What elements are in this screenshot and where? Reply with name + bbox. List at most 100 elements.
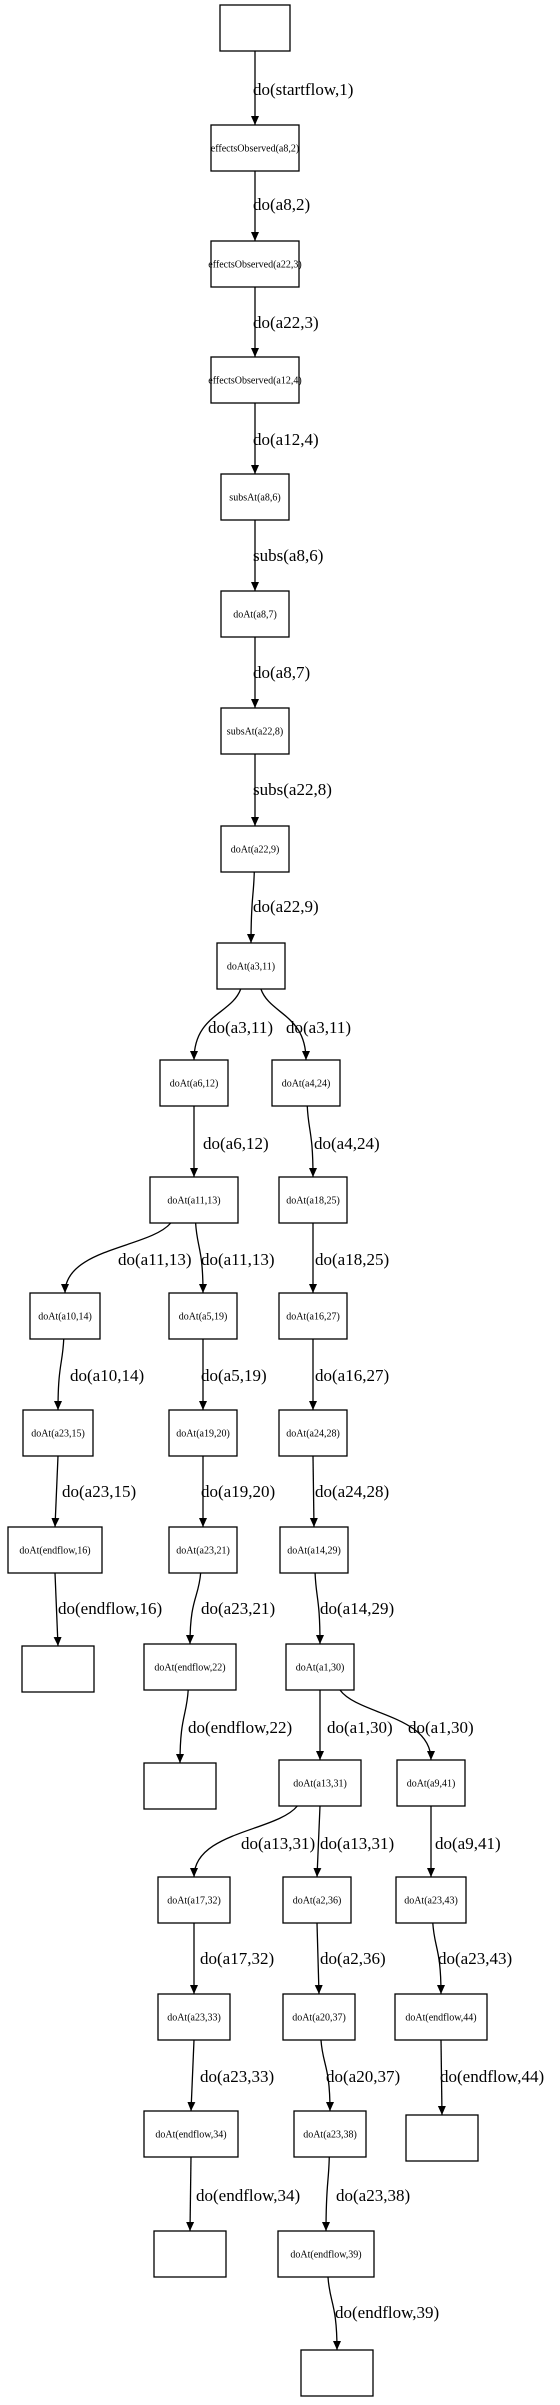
node-box <box>278 1409 348 1457</box>
edges-layer: do(startflow,1)do(a8,2)do(a22,3)do(a12,4… <box>51 51 544 2351</box>
edge-label: subs(a8,6) <box>253 546 323 565</box>
flow-node: doAt(a8,7) <box>220 590 290 638</box>
flow-node: doAt(a23,38) <box>293 2110 367 2158</box>
edge-label: do(endflow,16) <box>58 1599 162 1618</box>
edge-arrow <box>53 1572 62 1647</box>
edge-arrow <box>194 1222 207 1294</box>
flow-edge: do(a3,11) <box>190 988 273 1061</box>
flow-node: doAt(a14,29) <box>279 1526 349 1574</box>
flow-edge: do(a19,20) <box>199 1456 275 1527</box>
edge-label: do(endflow,39) <box>335 2303 439 2322</box>
flow-node: doAt(endflow,16) <box>7 1526 103 1574</box>
edge-arrow <box>190 1805 298 1878</box>
edge-arrow <box>339 1689 435 1761</box>
flow-edge: do(a23,21) <box>186 1572 275 1645</box>
flow-edge: do(endflow,44) <box>437 2039 544 2116</box>
node-label: doAt(a10,14) <box>38 1312 92 1323</box>
node-box <box>143 2110 239 2158</box>
flow-edge: do(a24,28) <box>309 1455 389 1528</box>
flow-node: doAt(a20,37) <box>282 1993 356 2041</box>
node-label: doAt(a13,31) <box>293 1779 347 1790</box>
node-box <box>278 1292 348 1340</box>
node-box <box>22 1409 94 1457</box>
flow-node: doAt(a6,12) <box>159 1059 229 1107</box>
node-label: doAt(a17,32) <box>167 1896 221 1907</box>
flow-node: doAt(a19,20) <box>168 1409 238 1457</box>
flow-node: effectsObserved(a8,2) <box>210 124 300 172</box>
node-box <box>168 1409 238 1457</box>
flow-edge: do(a23,33) <box>187 2039 274 2112</box>
flow-edge: do(a20,37) <box>320 2039 400 2112</box>
flow-node: doAt(a4,24) <box>271 1059 341 1107</box>
node-box <box>278 1176 348 1224</box>
flow-node <box>21 1645 95 1693</box>
flow-node: doAt(a22,9) <box>220 825 290 873</box>
edge-arrow <box>320 2039 334 2112</box>
node-label: doAt(endflow,22) <box>154 1663 225 1674</box>
flow-node: doAt(a10,14) <box>29 1292 101 1340</box>
edge-label: do(a19,20) <box>201 1482 275 1501</box>
edge-arrow <box>306 1105 317 1178</box>
edge-label: do(a23,15) <box>62 1482 136 1501</box>
flow-edge: do(startflow,1) <box>251 51 353 125</box>
edge-label: do(a20,37) <box>326 2067 400 2086</box>
node-label: doAt(a23,43) <box>404 1896 458 1907</box>
edge-arrow <box>309 1455 318 1528</box>
node-label: doAt(a9,41) <box>407 1779 456 1790</box>
node-label: doAt(a18,25) <box>286 1196 340 1207</box>
edge-label: do(a11,13) <box>118 1250 192 1269</box>
node-label: doAt(a23,21) <box>176 1546 230 1557</box>
node-label: doAt(a16,27) <box>286 1312 340 1323</box>
flow-node <box>405 2114 479 2162</box>
node-label: doAt(a3,11) <box>227 962 275 973</box>
node-label: doAt(a22,9) <box>231 845 280 856</box>
edge-label: do(a14,29) <box>320 1599 394 1618</box>
node-box <box>168 1526 238 1574</box>
flow-node: doAt(endflow,44) <box>394 1993 488 2041</box>
flow-edge: subs(a8,6) <box>251 520 323 591</box>
edge-label: do(a23,33) <box>200 2067 274 2086</box>
edge-arrow <box>260 988 310 1061</box>
edge-arrow <box>314 1572 324 1645</box>
flow-node <box>219 4 291 52</box>
flow-edge: do(endflow,39) <box>327 2276 439 2351</box>
edge-label: do(a17,32) <box>200 1949 274 1968</box>
edge-label: do(endflow,22) <box>188 1718 292 1737</box>
flow-edge: do(a5,19) <box>199 1339 267 1410</box>
flow-node: doAt(a18,25) <box>278 1176 348 1224</box>
edge-label: do(a22,3) <box>253 313 319 332</box>
flow-node: doAt(a23,15) <box>22 1409 94 1457</box>
edge-label: do(a22,9) <box>253 897 319 916</box>
flow-node <box>143 1762 217 1810</box>
node-label: doAt(a23,15) <box>31 1429 85 1440</box>
flow-edge: do(a18,25) <box>309 1223 389 1293</box>
flow-edge: do(a3,11) <box>260 988 351 1061</box>
edge-arrow <box>190 988 242 1061</box>
edge-label: do(a23,38) <box>336 2186 410 2205</box>
flow-node: doAt(a2,36) <box>282 1876 352 1924</box>
node-box <box>293 2110 367 2158</box>
node-box <box>300 2349 374 2397</box>
flow-node: doAt(a13,31) <box>278 1759 362 1807</box>
flow-node: effectsObserved(a22,3) <box>208 240 302 288</box>
edge-arrow <box>176 1689 189 1764</box>
edge-label: do(a6,12) <box>203 1134 269 1153</box>
node-label: doAt(a19,20) <box>176 1429 230 1440</box>
flow-edge: do(a13,31) <box>190 1805 315 1878</box>
edge-label: do(a13,31) <box>241 1834 315 1853</box>
flow-edge: do(a1,30) <box>316 1690 393 1760</box>
flow-edge: do(endflow,16) <box>53 1572 162 1647</box>
flow-edge: do(a17,32) <box>190 1923 274 1994</box>
node-label: doAt(a11,13) <box>167 1196 220 1207</box>
edge-label: do(a9,41) <box>435 1834 501 1853</box>
flow-edge: do(a23,43) <box>432 1922 512 1995</box>
flow-node: doAt(a23,21) <box>168 1526 238 1574</box>
edge-arrow <box>186 2156 195 2232</box>
edge-arrow <box>314 1922 323 1995</box>
flow-edge: do(a12,4) <box>251 403 319 474</box>
node-label: doAt(a2,36) <box>293 1896 342 1907</box>
node-box <box>7 1526 103 1574</box>
node-box <box>210 356 300 404</box>
node-label: doAt(a8,7) <box>233 610 277 621</box>
node-box <box>396 1759 466 1807</box>
